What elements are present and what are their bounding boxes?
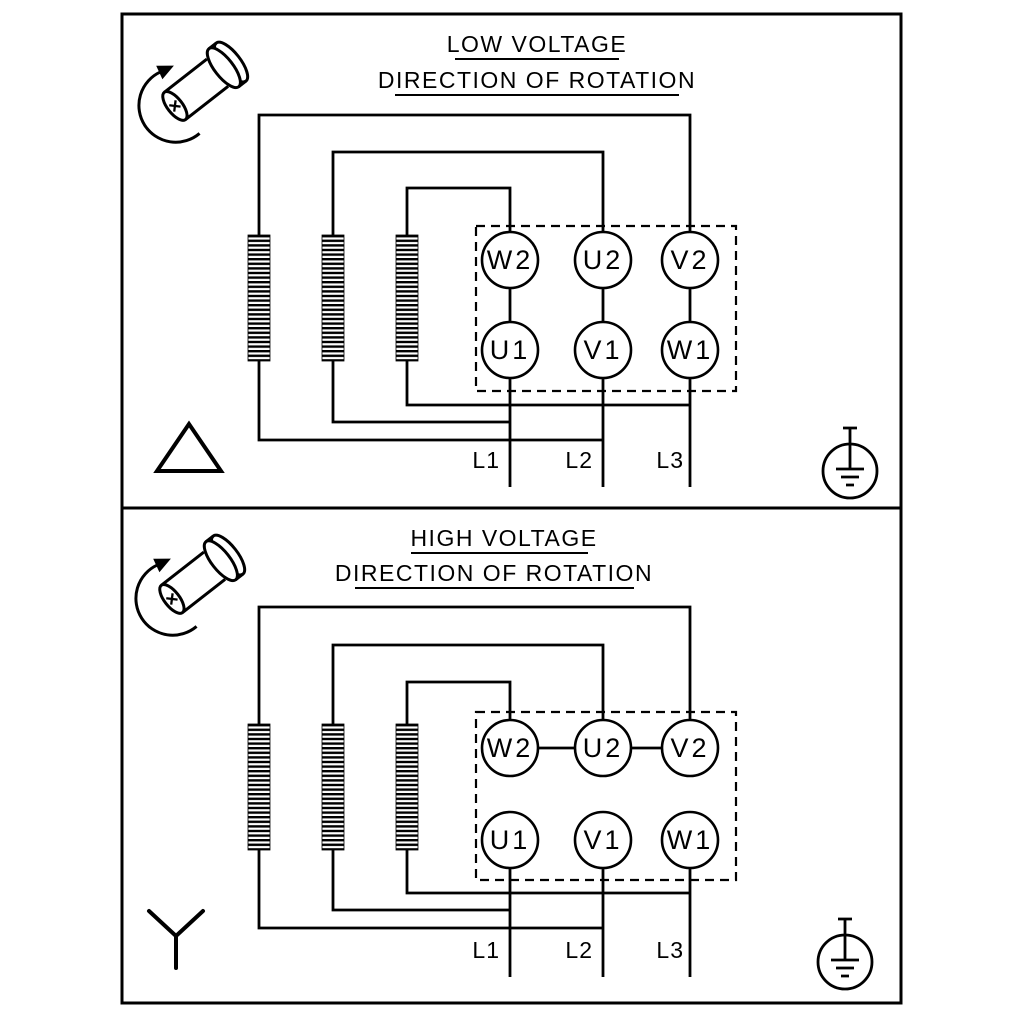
terminals: W2 U2 V2 U1 V1 W1 <box>480 718 720 870</box>
terminal-u1-label: U1 <box>490 335 531 365</box>
terminal-u1 <box>480 320 540 380</box>
terminal-v1-label: V1 <box>583 335 622 365</box>
winding-coil-2 <box>321 234 345 362</box>
winding-coil-1 <box>247 723 271 851</box>
terminal-w2-label: W2 <box>487 245 534 275</box>
high-voltage-panel: HIGH VOLTAGE DIRECTION OF ROTATION <box>120 506 903 1005</box>
terminal-board-outline <box>474 710 738 882</box>
wire-coil1-to-v2 <box>257 605 692 725</box>
terminal-w2-label: W2 <box>487 733 534 763</box>
wire-coil1-to-v1 <box>257 850 603 930</box>
terminal-w1 <box>660 320 720 380</box>
wire-coil1-to-v1 <box>257 361 603 442</box>
winding-coil-3 <box>395 723 419 851</box>
delta-symbol-icon <box>153 420 225 473</box>
terminal-u2-label: U2 <box>583 733 624 763</box>
supply-line-l3-label: L3 <box>656 937 684 963</box>
terminal-w1-label: W1 <box>667 335 714 365</box>
low-voltage-panel: LOW VOLTAGE DIRECTION OF ROTATION <box>120 12 903 510</box>
terminal-v1 <box>573 810 633 870</box>
high-voltage-subtitle: DIRECTION OF ROTATION <box>335 560 653 586</box>
terminals: W2 U2 V2 U1 V1 W1 <box>480 230 720 380</box>
supply-line-l2-label: L2 <box>565 937 593 963</box>
terminal-u2 <box>573 230 633 290</box>
winding-coil-3 <box>395 234 419 362</box>
terminal-u2-label: U2 <box>583 245 624 275</box>
terminal-board-outline <box>474 224 738 393</box>
supply-line-l1-label: L1 <box>472 447 500 473</box>
terminal-v2-label: V2 <box>670 733 709 763</box>
terminal-v2 <box>660 718 720 778</box>
terminal-v1 <box>573 320 633 380</box>
terminal-w1 <box>660 810 720 870</box>
motor-rotation-icon <box>134 528 252 637</box>
terminal-w2 <box>480 230 540 290</box>
wire-coil3-to-w1 <box>405 361 690 407</box>
terminal-w2 <box>480 718 540 778</box>
wire-coil2-to-u2 <box>331 150 605 236</box>
terminal-u1-label: U1 <box>490 825 531 855</box>
supply-line-l2-label: L2 <box>565 447 593 473</box>
terminal-v2 <box>660 230 720 290</box>
terminal-w1-label: W1 <box>667 825 714 855</box>
terminal-u2 <box>573 718 633 778</box>
star-symbol-icon <box>147 909 205 970</box>
terminal-u1 <box>480 810 540 870</box>
supply-line-l3-label: L3 <box>656 447 684 473</box>
lower-wires <box>257 850 692 977</box>
upper-wires <box>257 113 692 236</box>
delta-bridge-links <box>508 288 692 322</box>
motor-rotation-icon <box>137 35 255 144</box>
lower-wires <box>257 361 692 487</box>
terminal-v1-label: V1 <box>583 825 622 855</box>
upper-wires <box>257 605 692 725</box>
winding-coil-1 <box>247 234 271 362</box>
supply-line-l1-label: L1 <box>472 937 500 963</box>
wire-coil2-to-u2 <box>331 643 605 725</box>
ground-icon <box>821 426 879 500</box>
wire-coil3-to-w2 <box>405 186 512 236</box>
ground-icon <box>816 917 874 991</box>
low-voltage-title: LOW VOLTAGE <box>447 31 628 57</box>
wire-coil3-to-w2 <box>405 680 512 725</box>
wire-coil2-to-u1 <box>331 850 510 912</box>
wire-coil3-to-w1 <box>405 850 690 895</box>
low-voltage-subtitle: DIRECTION OF ROTATION <box>378 67 696 93</box>
high-voltage-panel-border <box>120 506 903 1005</box>
wire-coil1-to-v2 <box>257 113 692 236</box>
terminal-v2-label: V2 <box>670 245 709 275</box>
winding-coil-2 <box>321 723 345 851</box>
wire-coil2-to-u1 <box>331 361 510 424</box>
high-voltage-title: HIGH VOLTAGE <box>410 525 597 551</box>
